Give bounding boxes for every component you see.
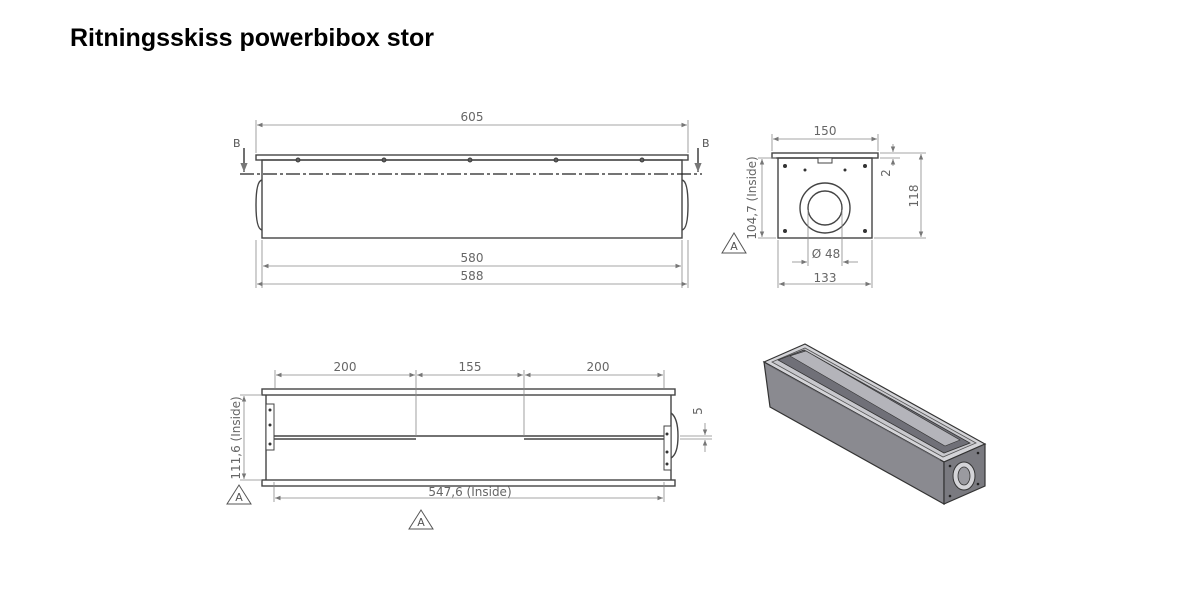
front-left-cap <box>255 179 263 231</box>
side-cable-hole <box>807 190 843 226</box>
front-body <box>261 159 683 239</box>
front-right-cap <box>681 179 689 231</box>
side-screws <box>783 157 867 233</box>
section-label-left: B <box>233 137 241 150</box>
side-body <box>777 157 873 239</box>
view-marker-left: A <box>235 491 243 504</box>
side-outer-ring <box>799 182 851 234</box>
view-marker-a: A <box>730 240 738 253</box>
dim-depth-inside: 104,7 (Inside) <box>745 156 759 239</box>
dim-diameter: Ø 48 <box>812 247 841 261</box>
top-lower-flange <box>261 479 676 487</box>
view-marker-triangle <box>721 232 747 254</box>
view-marker-bottom: A <box>417 516 425 529</box>
dim-200-right: 200 <box>587 360 610 374</box>
front-view: B B 605 580 588 <box>233 110 710 288</box>
top-right-bracket <box>663 412 679 471</box>
dim-150: 150 <box>814 124 837 138</box>
dim-133: 133 <box>814 271 837 285</box>
dim-width-inside: 111,6 (Inside) <box>229 396 243 479</box>
side-view: 150 133 Ø 48 104,7 (Inside) 118 2 A <box>721 124 926 288</box>
page-title: Ritningsskiss powerbibox stor <box>70 24 434 52</box>
top-upper-flange <box>261 388 676 396</box>
front-mounting-holes <box>295 157 645 163</box>
side-flange <box>771 152 879 159</box>
dim-2: 2 <box>879 169 893 177</box>
dim-580: 580 <box>461 251 484 265</box>
dim-length-inside: 547,6 (Inside) <box>428 485 511 499</box>
isometric-view <box>762 343 987 506</box>
dim-118: 118 <box>907 185 921 208</box>
dim-5: 5 <box>691 407 705 415</box>
dim-200-left: 200 <box>334 360 357 374</box>
top-view: 200 155 200 111,6 (Inside) 547,6 (Inside… <box>226 360 712 530</box>
view-marker-left-triangle <box>226 484 252 505</box>
dim-588: 588 <box>461 269 484 283</box>
top-left-bracket <box>265 403 275 451</box>
view-marker-bottom-triangle <box>408 509 434 530</box>
dim-155: 155 <box>459 360 482 374</box>
dim-605: 605 <box>461 110 484 124</box>
section-label-right: B <box>702 137 710 150</box>
